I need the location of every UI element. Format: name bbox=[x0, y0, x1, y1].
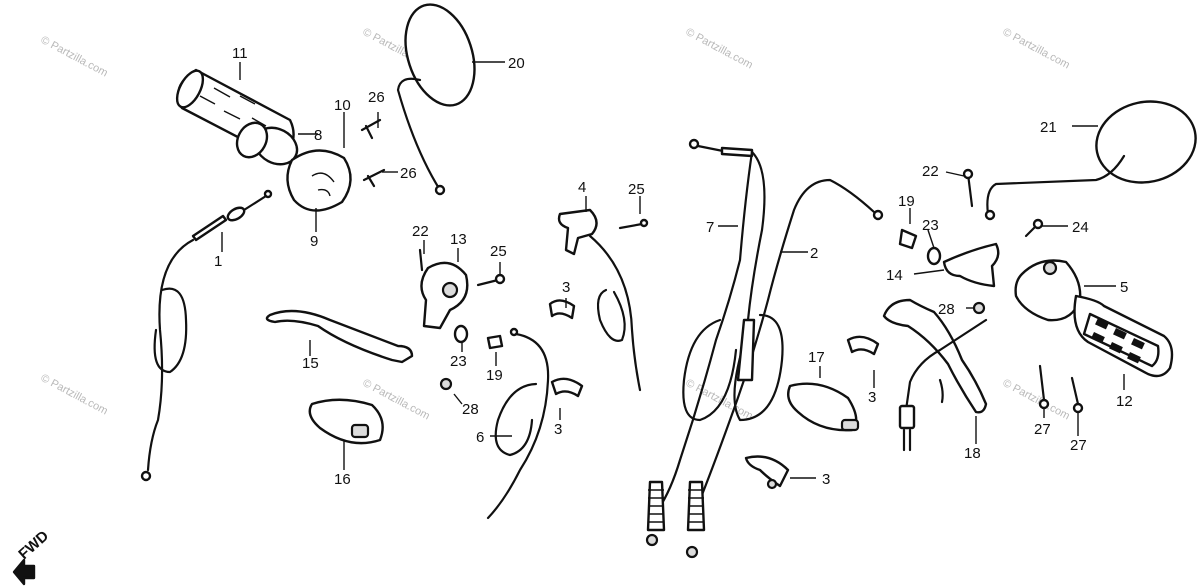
callout-11: 11 bbox=[232, 45, 248, 62]
front-brake-lever bbox=[882, 298, 988, 452]
throttle-housing bbox=[286, 149, 352, 212]
callout-16: 16 bbox=[334, 471, 351, 488]
right-mirror bbox=[984, 100, 1197, 221]
clutch-lever-bracket bbox=[418, 248, 506, 330]
clutch-lever bbox=[265, 309, 414, 364]
forward-direction-arrow: FWD bbox=[12, 527, 52, 586]
callout-3b: 3 bbox=[554, 421, 562, 438]
brake-bracket bbox=[557, 208, 649, 256]
callout-4: 4 bbox=[578, 179, 586, 196]
front-brake-cable bbox=[694, 178, 884, 512]
watermark: © Partzilla.com bbox=[1001, 377, 1072, 422]
callout-18: 18 bbox=[964, 445, 981, 462]
callout-28b: 28 bbox=[938, 301, 955, 318]
callout-23b: 23 bbox=[922, 217, 939, 234]
callout-3d: 3 bbox=[822, 471, 830, 488]
callout-1: 1 bbox=[214, 253, 222, 270]
callout-26b: 26 bbox=[400, 165, 417, 182]
right-switch-assembly bbox=[1014, 259, 1082, 322]
callout-26a: 26 bbox=[368, 89, 385, 106]
callout-3a: 3 bbox=[562, 279, 570, 296]
callout-7: 7 bbox=[706, 219, 714, 236]
callout-8: 8 bbox=[314, 127, 322, 144]
callout-17: 17 bbox=[808, 349, 825, 366]
clutch-cable bbox=[648, 138, 766, 522]
callout-19b: 19 bbox=[898, 193, 915, 210]
callout-22a: 22 bbox=[412, 223, 429, 240]
callout-2: 2 bbox=[810, 245, 818, 262]
callout-25b: 25 bbox=[628, 181, 645, 198]
watermark: © Partzilla.com bbox=[684, 26, 755, 71]
callout-10: 10 bbox=[334, 97, 351, 114]
screw-27 bbox=[1038, 364, 1084, 414]
left-switch-housing bbox=[308, 398, 384, 445]
callout-6: 6 bbox=[476, 429, 484, 446]
callout-labels: 11 10 8 9 1 26 26 20 22 13 25 15 23 19 2… bbox=[214, 45, 1133, 488]
callout-9: 9 bbox=[310, 233, 318, 250]
right-switch-housing bbox=[787, 382, 860, 432]
fwd-label: FWD bbox=[15, 527, 52, 563]
screw-26 bbox=[360, 118, 386, 188]
callout-leaders bbox=[221, 61, 1125, 479]
throttle-cable bbox=[140, 189, 273, 482]
callout-5: 5 bbox=[1120, 279, 1128, 296]
throttle-sleeve bbox=[235, 121, 299, 166]
callout-23a: 23 bbox=[450, 353, 467, 370]
right-grip bbox=[1073, 294, 1174, 378]
callout-15: 15 bbox=[302, 355, 319, 372]
left-mirror bbox=[396, 3, 476, 196]
callout-27b: 27 bbox=[1070, 437, 1087, 454]
watermark: © Partzilla.com bbox=[1001, 26, 1072, 71]
callout-24: 24 bbox=[1072, 219, 1089, 236]
small-hardware bbox=[439, 168, 1044, 391]
callout-21: 21 bbox=[1040, 119, 1057, 136]
callout-12: 12 bbox=[1116, 393, 1133, 410]
watermark: © Partzilla.com bbox=[39, 34, 110, 79]
watermark: © Partzilla.com bbox=[39, 372, 110, 417]
callout-14: 14 bbox=[886, 267, 903, 284]
front-brake-bracket bbox=[942, 242, 1000, 288]
callout-27a: 27 bbox=[1034, 421, 1051, 438]
callout-3c: 3 bbox=[868, 389, 876, 406]
callout-20: 20 bbox=[508, 55, 525, 72]
callout-22b: 22 bbox=[922, 163, 939, 180]
callout-25a: 25 bbox=[490, 243, 507, 260]
cable-clamp bbox=[548, 299, 880, 490]
callout-13: 13 bbox=[450, 231, 467, 248]
callout-19a: 19 bbox=[486, 367, 503, 384]
choke-cable bbox=[486, 234, 642, 520]
callout-28a: 28 bbox=[462, 401, 479, 418]
cable-adjusters bbox=[645, 480, 706, 559]
